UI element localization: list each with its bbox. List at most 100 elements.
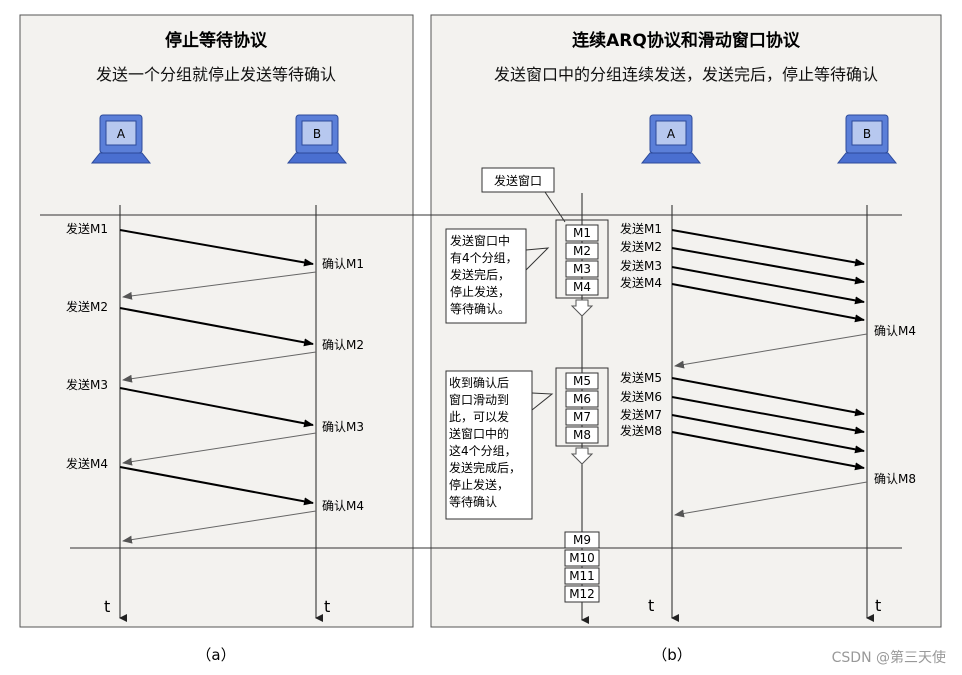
batch1-label-m3: 发送M3 [620, 258, 662, 273]
packet-m7-label: M7 [573, 410, 591, 424]
note-2-box [445, 370, 533, 520]
note-1-line-1: 发送窗口中 [450, 233, 510, 248]
ack-arrow-m8-b [674, 481, 868, 518]
note-2-line-1: 收到确认后 [449, 376, 509, 390]
ack-arrow-m2 [122, 351, 317, 383]
batch2-label-m7: 发送M7 [620, 407, 662, 422]
packet-m5 [565, 372, 599, 390]
note-2-line-8: 等待确认 [449, 495, 497, 509]
packet-m8 [565, 426, 599, 444]
send-arrow-m2 [119, 307, 314, 347]
send-window-2-frame [555, 367, 609, 447]
send-window-2: M5 M6 M7 M8 [555, 367, 609, 447]
batch1-label-m2: 发送M2 [620, 239, 662, 254]
batch1-arrow-m2 [671, 247, 865, 285]
packet-m1 [565, 224, 599, 242]
batch2-label-m6: 发送M6 [620, 389, 662, 404]
ack-arrow-m4 [122, 510, 317, 544]
note-2-pointer [531, 392, 554, 411]
ack-label-m4-b: 确认M4 [874, 324, 916, 338]
panel-a-subtitle: 发送一个分组就停止发送等待确认 [96, 65, 336, 84]
packet-m9-label: M9 [573, 533, 591, 547]
batch2-arrow-m6 [671, 396, 865, 435]
batch1-label-m4: 发送M4 [620, 275, 662, 290]
window-label-pointer [544, 191, 566, 223]
packet-m12-label: M12 [569, 587, 595, 601]
note-1-box [445, 228, 527, 324]
note-1-line-2: 有4个分组， [450, 251, 518, 265]
send-arrow-m3 [119, 387, 314, 428]
packet-m12 [564, 585, 600, 603]
packet-m10 [564, 549, 600, 567]
packet-m1-label: M1 [573, 226, 591, 240]
batch1-arrow-m3 [671, 266, 865, 305]
send-label-m1: 发送M1 [66, 221, 108, 236]
ack-label-m3: 确认M3 [322, 420, 364, 434]
note-1: 发送窗口中 有4个分组， 发送完后， 停止发送， 等待确认。 [445, 228, 550, 324]
batch2-arrow-m7 [671, 414, 865, 454]
batch1-label-m1: 发送M1 [620, 221, 662, 236]
ack-arrow-m4-b [674, 333, 868, 369]
window-label: 发送窗口 [494, 173, 542, 188]
packet-m5-label: M5 [573, 374, 591, 388]
batch2-arrow-m8 [671, 431, 865, 471]
send-window-1-frame [555, 219, 609, 299]
packet-m11-label: M11 [569, 569, 595, 583]
host-a-computer-icon-b: A [640, 114, 702, 164]
packet-m6 [565, 390, 599, 408]
note-1-line-3: 发送完后， [450, 267, 510, 282]
ack-label-m1: 确认M1 [322, 257, 364, 271]
send-arrow-m4 [119, 466, 314, 506]
slide-arrow-1-icon [570, 299, 594, 317]
note-2-line-6: 发送完成后， [449, 460, 521, 475]
ack-label-m8-b: 确认M8 [874, 472, 916, 486]
batch2-label-m5: 发送M5 [620, 370, 662, 385]
batch2-label-m8: 发送M8 [620, 423, 662, 438]
packet-m3-label: M3 [573, 262, 591, 276]
time-label-a: t [104, 597, 110, 616]
packet-queue: M9 M10 M11 M12 [564, 531, 600, 603]
window-label-box [481, 167, 555, 193]
ack-arrow-m1 [122, 271, 317, 300]
packet-m10-label: M10 [569, 551, 595, 565]
time-label-b: t [324, 597, 330, 616]
packet-m8-label: M8 [573, 428, 591, 442]
packet-m2 [565, 242, 599, 260]
send-label-m3: 发送M3 [66, 377, 108, 392]
host-a-computer-icon: A [90, 114, 152, 164]
time-label-a-b: t [648, 596, 654, 615]
caption-a: （a） [196, 646, 235, 664]
note-1-pointer [525, 247, 550, 271]
note-2: 收到确认后 窗口滑动到 此，可以发 送窗口中的 这4个分组， 发送完成后， 停止… [445, 370, 554, 520]
send-label-m4: 发送M4 [66, 456, 108, 471]
packet-m11 [564, 567, 600, 585]
note-2-line-7: 停止发送， [449, 477, 509, 492]
note-1-line-4: 停止发送， [450, 284, 510, 299]
packet-m7 [565, 408, 599, 426]
panel-b: 连续ARQ协议和滑动窗口协议 发送窗口中的分组连续发送，发送完后，停止等待确认 … [430, 14, 942, 628]
caption-b: （b） [652, 646, 692, 664]
ack-label-m4: 确认M4 [322, 499, 364, 513]
host-b-computer-icon-b: B [836, 114, 898, 164]
watermark: CSDN @第三天使 [832, 649, 946, 666]
ack-arrow-m3 [122, 432, 317, 466]
note-2-line-4: 送窗口中的 [449, 426, 509, 441]
send-arrow-m1 [119, 229, 314, 267]
batch2-arrow-m5 [671, 377, 865, 417]
ack-label-m2: 确认M2 [322, 338, 364, 352]
note-2-line-3: 此，可以发 [449, 409, 509, 424]
send-window-1: M1 M2 M3 M4 [555, 219, 609, 299]
host-a-label: A [117, 127, 126, 141]
host-a-label-b: A [667, 127, 676, 141]
host-b-computer-icon: B [286, 114, 348, 164]
batch1-arrow-m4 [671, 283, 865, 323]
packet-m2-label: M2 [573, 244, 591, 258]
packet-m4-label: M4 [573, 280, 591, 294]
panel-a-frame [19, 14, 414, 628]
packet-m3 [565, 260, 599, 278]
slide-arrow-2-icon [570, 447, 594, 465]
note-2-line-5: 这4个分组， [449, 443, 517, 458]
batch1-arrow-m1 [671, 229, 865, 267]
host-b-label: B [313, 127, 321, 141]
